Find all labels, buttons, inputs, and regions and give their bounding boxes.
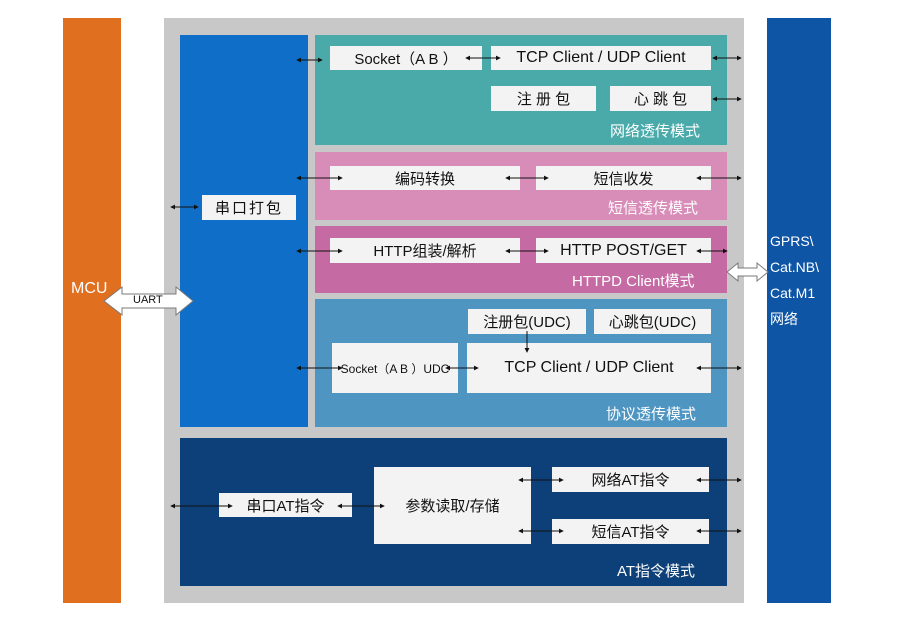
net-heartbeat-box: 心 跳 包 [610,86,711,111]
net-register-box: 注 册 包 [491,86,596,111]
mcu-block: MCU [63,18,121,603]
httpd-title: HTTPD Client模式 [572,273,695,290]
proto-heartbeat-box: 心跳包(UDC) [594,309,711,334]
sms-encode-box: 编码转换 [330,166,520,190]
net-tcp-udp-box: TCP Client / UDP Client [491,46,711,70]
at-title: AT指令模式 [617,563,696,580]
network-line-2: Cat.NB\ [770,259,820,275]
network-line-1: GPRS\ [770,233,814,249]
mcu-label: MCU [71,280,108,297]
uart-label: UART [133,294,163,306]
sms-transparent-title: 短信透传模式 [608,200,699,217]
network-line-4: 网络 [770,311,798,327]
at-params-box: 参数读取/存储 [374,467,531,544]
network-line-3: Cat.M1 [770,285,816,301]
at-sms-box: 短信AT指令 [552,519,709,544]
sms-send-receive-box: 短信收发 [536,166,711,190]
protocol-title: 协议透传模式 [606,406,697,423]
net-transparent-title: 网络透传模式 [610,123,701,140]
proto-socket-box: Socket（A B ）UDC [332,343,458,393]
network-label: GPRS\ Cat.NB\ Cat.M1 网络 [770,228,819,332]
proto-register-box: 注册包(UDC) [468,309,586,334]
http-assemble-box: HTTP组装/解析 [330,238,520,263]
at-net-box: 网络AT指令 [552,467,709,492]
proto-tcp-udp-box: TCP Client / UDP Client [467,343,711,393]
net-socket-box: Socket（A B ） [330,46,482,70]
serial-pack-column [180,35,308,427]
network-block: GPRS\ Cat.NB\ Cat.M1 网络 [767,18,831,603]
serial-pack-box: 串口打包 [202,195,296,220]
at-serial-box: 串口AT指令 [219,493,352,517]
http-postget-box: HTTP POST/GET [536,238,711,263]
